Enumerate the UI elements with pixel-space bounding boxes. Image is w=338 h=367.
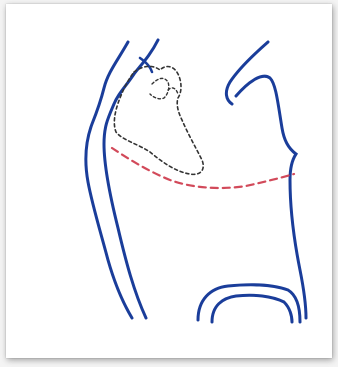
bottom-chamber-inner [212,295,292,322]
dotted-inner-detail [150,78,169,98]
right-upper-curve [226,42,268,104]
right-wall [236,76,306,318]
dotted-small-loop [168,88,178,94]
